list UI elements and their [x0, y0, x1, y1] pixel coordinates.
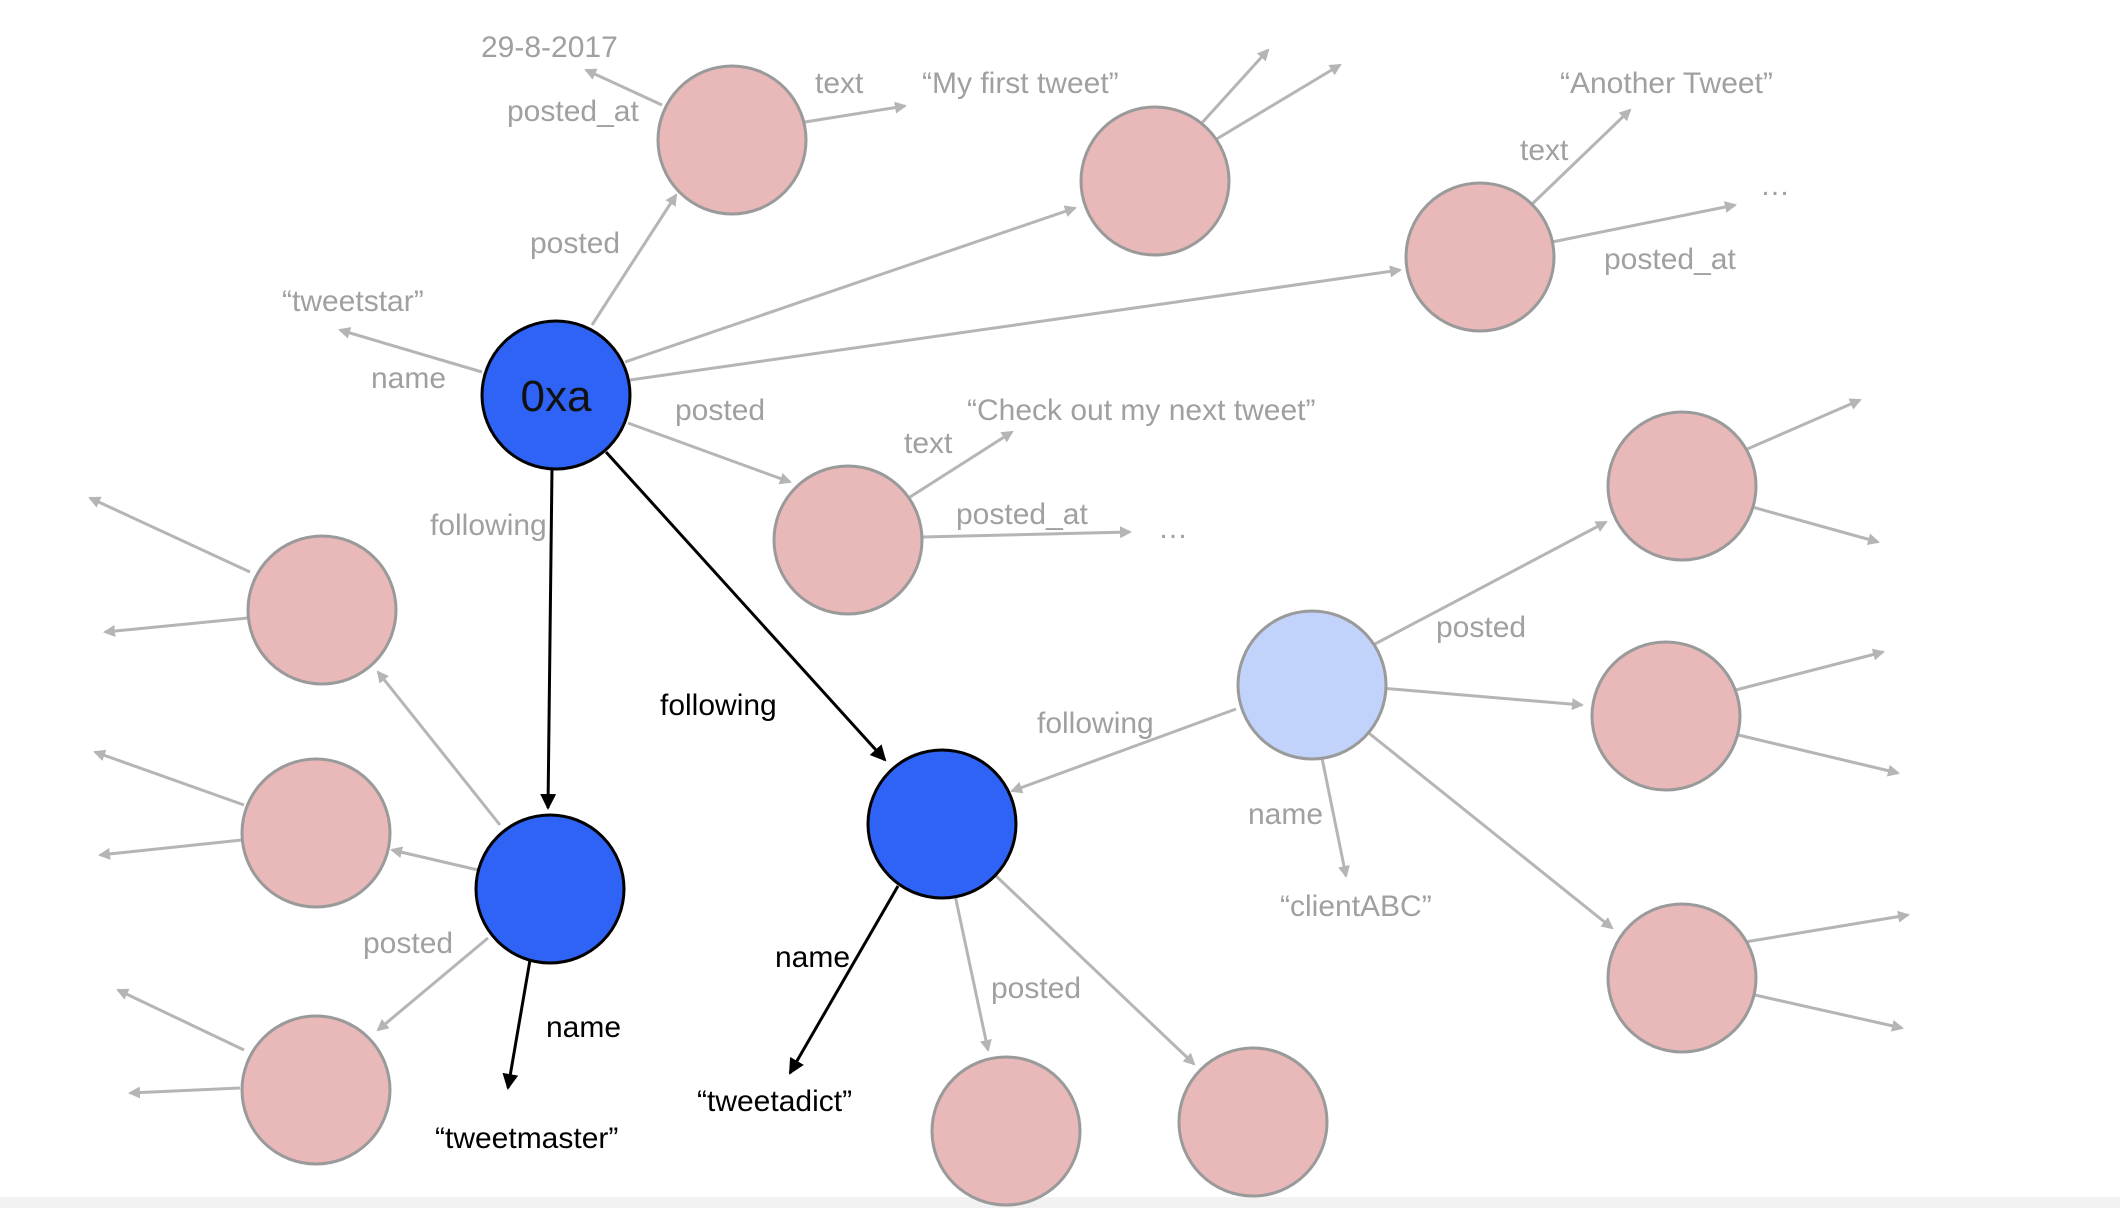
- edge-left1-out-1: [88, 496, 251, 574]
- tweet-node-right-3[interactable]: [1606, 902, 1758, 1054]
- edge-adict-name: [788, 885, 900, 1075]
- edge-0xa-name: [338, 327, 483, 374]
- edge-left2-out-2: [98, 838, 243, 860]
- value-name-tweetmaster: “tweetmaster”: [435, 1122, 618, 1155]
- edge-0xa-posted-tweet-check: [627, 421, 792, 485]
- label-posted-master: posted: [363, 927, 453, 960]
- edge-left2-out-1: [93, 749, 245, 807]
- value-tweet-another: “Another Tweet”: [1560, 67, 1773, 100]
- edge-left3-out-1: [116, 988, 245, 1052]
- label-posted-0xa-top: posted: [530, 227, 620, 260]
- tweet-node-bottom-2[interactable]: [1177, 1046, 1329, 1198]
- edge-tweet1-text: [804, 101, 907, 124]
- edge-0xa-following-adict: [604, 450, 887, 762]
- footer-strip: [0, 1197, 2120, 1208]
- edge-client-name: [1320, 757, 1350, 878]
- value-tweet-check-out: “Check out my next tweet”: [967, 394, 1315, 427]
- edge-r3-out-2: [1745, 991, 1904, 1032]
- label-posted-client: posted: [1436, 611, 1526, 644]
- tweet-node-left-1[interactable]: [246, 534, 398, 686]
- user-node-tweetmaster[interactable]: [474, 813, 626, 965]
- edge-client-posted-3: [1364, 728, 1614, 930]
- edge-master-posted: [376, 936, 489, 1032]
- edge-0xa-posted-tweet-right: [629, 265, 1402, 382]
- value-name-tweetstar: “tweetstar”: [282, 285, 424, 318]
- edge-left3-out-2: [128, 1086, 241, 1099]
- user-node-tweetadict[interactable]: [866, 748, 1018, 900]
- tweet-node-left-2[interactable]: [240, 757, 392, 909]
- label-name-master: name: [546, 1011, 621, 1044]
- edge-another-posted-at: [1551, 201, 1737, 244]
- edge-another-text: [1526, 108, 1632, 210]
- edge-left1-out-2: [103, 616, 249, 637]
- edge-master-to-left1: [376, 670, 502, 826]
- edge-client-posted-2: [1379, 686, 1584, 711]
- tweet-node-right-2[interactable]: [1590, 640, 1742, 792]
- tweet-node-check-out[interactable]: [772, 464, 924, 616]
- tweet-node-right-1[interactable]: [1606, 410, 1758, 562]
- node-label-0xa: 0xa: [521, 372, 592, 421]
- label-name-client: name: [1248, 798, 1323, 831]
- user-node-clientabc[interactable]: [1236, 609, 1388, 761]
- label-name-0xa: name: [371, 362, 446, 395]
- edge-check-posted-at: [921, 526, 1132, 539]
- edge-adict-posted-1: [953, 894, 992, 1052]
- tweet-node-top[interactable]: [1079, 105, 1231, 257]
- tweet-node-another[interactable]: [1404, 181, 1556, 333]
- label-text-tweet1: text: [815, 67, 864, 100]
- edge-client-following: [1010, 707, 1237, 794]
- label-posted-0xa-check: posted: [675, 394, 765, 427]
- edge-0xa-posted-tweet1: [590, 193, 678, 326]
- label-posted-adict: posted: [991, 972, 1081, 1005]
- label-posted-at-check: posted_at: [956, 498, 1088, 531]
- edge-r2-out-1: [1727, 648, 1885, 694]
- user-node-0xa[interactable]: [480, 319, 632, 471]
- edge-master-name: [502, 959, 532, 1090]
- label-following-0xa-adict: following: [660, 689, 777, 722]
- edge-adict-posted-2: [993, 873, 1196, 1066]
- label-posted-at-tweet1: posted_at: [507, 95, 639, 128]
- edge-client-posted-1: [1372, 520, 1608, 647]
- edge-tweet1-posted-at: [584, 68, 663, 107]
- edge-master-to-left2: [390, 846, 479, 872]
- tweet-node-bottom-1[interactable]: [930, 1055, 1082, 1207]
- edge-toptweet-out-1: [1198, 48, 1270, 127]
- value-tweet-my-first: “My first tweet”: [922, 67, 1119, 100]
- edge-r1-out-2: [1744, 503, 1880, 546]
- value-name-clientabc: “clientABC”: [1280, 890, 1432, 923]
- label-text-another: text: [1520, 134, 1569, 167]
- edge-r1-out-1: [1744, 398, 1862, 452]
- tweet-node-left-3[interactable]: [240, 1014, 392, 1166]
- label-text-check: text: [904, 427, 953, 460]
- label-posted-at-another: posted_at: [1604, 243, 1736, 276]
- label-following-0xa-master: following: [430, 509, 547, 542]
- edge-check-text: [909, 430, 1014, 499]
- edge-0xa-posted-tweet-top: [624, 205, 1077, 364]
- edge-0xa-following-master: [540, 467, 557, 810]
- ellipsis-another: …: [1760, 169, 1790, 202]
- label-following-client: following: [1037, 707, 1154, 740]
- value-name-tweetadict: “tweetadict”: [697, 1085, 852, 1118]
- ellipsis-check: …: [1158, 512, 1188, 545]
- edge-r2-out-2: [1729, 731, 1900, 777]
- tweet-node-my-first[interactable]: [656, 64, 808, 216]
- edge-toptweet-out-2: [1214, 63, 1342, 142]
- edge-r3-out-1: [1744, 910, 1910, 944]
- label-name-adict: name: [775, 941, 850, 974]
- value-date: 29-8-2017: [481, 31, 618, 64]
